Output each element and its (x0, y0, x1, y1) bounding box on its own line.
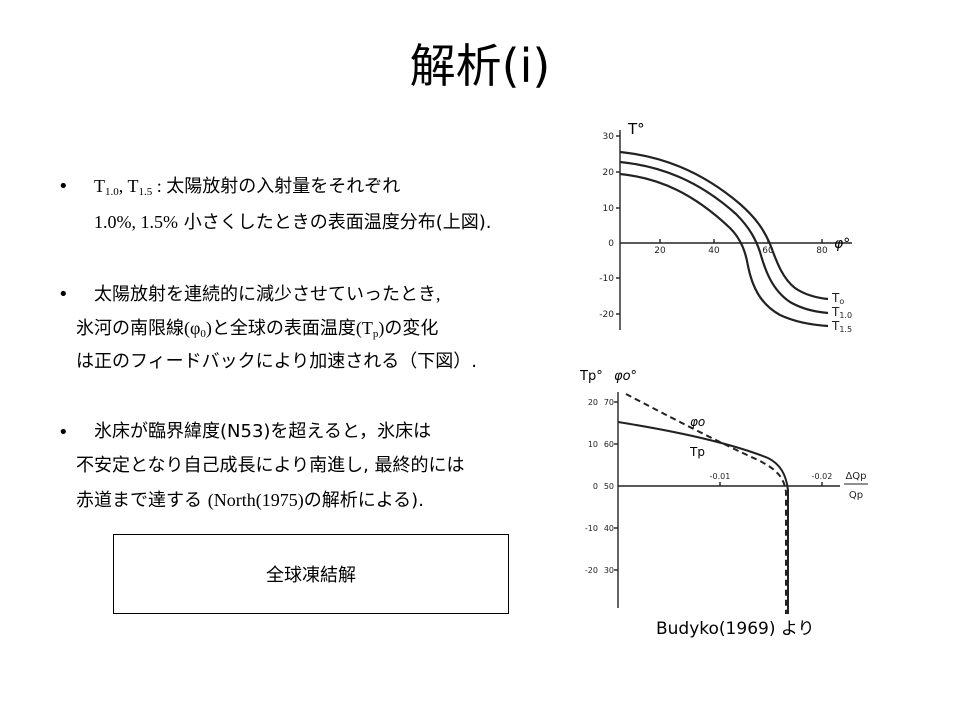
t15-symbol: T1.5 (127, 176, 153, 198)
curve-t1-0 (619, 160, 829, 315)
tick-label: 60 (762, 246, 774, 256)
bottom-y-label-tp: Tp° (579, 369, 603, 384)
tick-label: 60 (604, 440, 614, 449)
bullet-marker: • (58, 422, 69, 443)
tick-label: 30 (603, 132, 615, 142)
tick-label: 40 (708, 246, 720, 256)
bullet-2-line-1: 太陽放射を連続的に減少させていったとき, (94, 284, 441, 305)
bullet-1-line-2: 1.0%, 1.5% 小さくしたときの表面温度分布(上図). (94, 208, 492, 237)
bullet-3-line-1: 氷床が臨界緯度(N53)を超えると，氷床は (94, 421, 432, 442)
tick-label: -0.01 (710, 472, 731, 481)
tick-label: -10 (599, 274, 614, 284)
tick-label: 20 (588, 398, 598, 407)
bullet-3-line-2: 不安定となり自己成長により南進し, 最終的には (76, 455, 465, 476)
tick-label: 40 (604, 524, 614, 533)
tick-label: 70 (604, 398, 614, 407)
tick-label: -20 (599, 310, 614, 320)
tick-label: 10 (588, 440, 598, 449)
figure-temperature-distribution: T° 30 20 10 0 -10 -20 20 40 60 80 φ° To … (599, 120, 852, 334)
label-tp: Tp (689, 445, 705, 459)
tick-label: 0 (608, 239, 614, 249)
bullet-1-text-2: 小さくしたときの表面温度分布 (178, 212, 436, 233)
label-t0: To (831, 291, 844, 306)
colon: : (152, 176, 167, 196)
tick-label: 20 (603, 168, 615, 178)
bullet-marker: • (58, 284, 69, 305)
x-label-numerator: ΔQp (845, 471, 866, 482)
tick-label: 80 (816, 246, 828, 256)
curve-tp (617, 421, 789, 614)
source-credit: Budyko(1969) より (656, 619, 815, 639)
bottom-y-label-phi: φo° (614, 369, 637, 384)
figure-feedback: Tp° φo° 20 10 0 -10 -20 70 60 50 40 30 -… (579, 369, 868, 614)
tick-label: 0 (593, 482, 598, 491)
percent-values: 1.0%, 1.5% (94, 212, 178, 232)
tick-label: 10 (603, 204, 615, 214)
bullet-1-line-1: T1.0, T1.5 : 太陽放射の入射量をそれぞれ (94, 172, 400, 206)
bullet-2-line-2: 氷河の南限線(φ0)と全球の表面温度(Tp)の変化 (76, 318, 439, 340)
reference: (North(1975) (207, 490, 304, 510)
bullet-1-text: 太陽放射の入射量をそれぞれ (166, 176, 401, 197)
slide-title: 解析(i) (409, 39, 551, 93)
label-t1-0: T1.0 (831, 305, 852, 320)
t10-symbol: T1.0 (94, 176, 119, 198)
tick-label: -10 (585, 524, 598, 533)
x-label-denominator: Qp (849, 490, 863, 501)
box-label: 全球凍結解 (266, 565, 356, 586)
curve-t1-5 (619, 172, 829, 328)
top-x-label: φ° (834, 236, 850, 252)
bullet-3-line-3: 赤道まで達する (North(1975)の解析による). (76, 490, 424, 511)
bullet-2-line-3: は正のフィードバックにより加速される（下図）. (76, 351, 477, 372)
bullet-marker: • (58, 176, 69, 197)
tick-label: 20 (654, 246, 666, 256)
tick-label: -20 (585, 566, 598, 575)
global-freeze-solution-box: 全球凍結解 (113, 534, 509, 614)
top-y-label: T° (627, 120, 645, 138)
bullet-1-end: (上図). (435, 212, 492, 233)
label-t1-5: T1.5 (831, 319, 852, 334)
tick-label: -0.02 (812, 472, 833, 481)
tick-label: 30 (604, 566, 614, 575)
curve-t0 (619, 150, 829, 301)
separator: , (118, 176, 128, 196)
tick-label: 50 (604, 482, 614, 491)
label-phi0: φo (690, 415, 705, 429)
curve-phi0 (625, 393, 787, 614)
